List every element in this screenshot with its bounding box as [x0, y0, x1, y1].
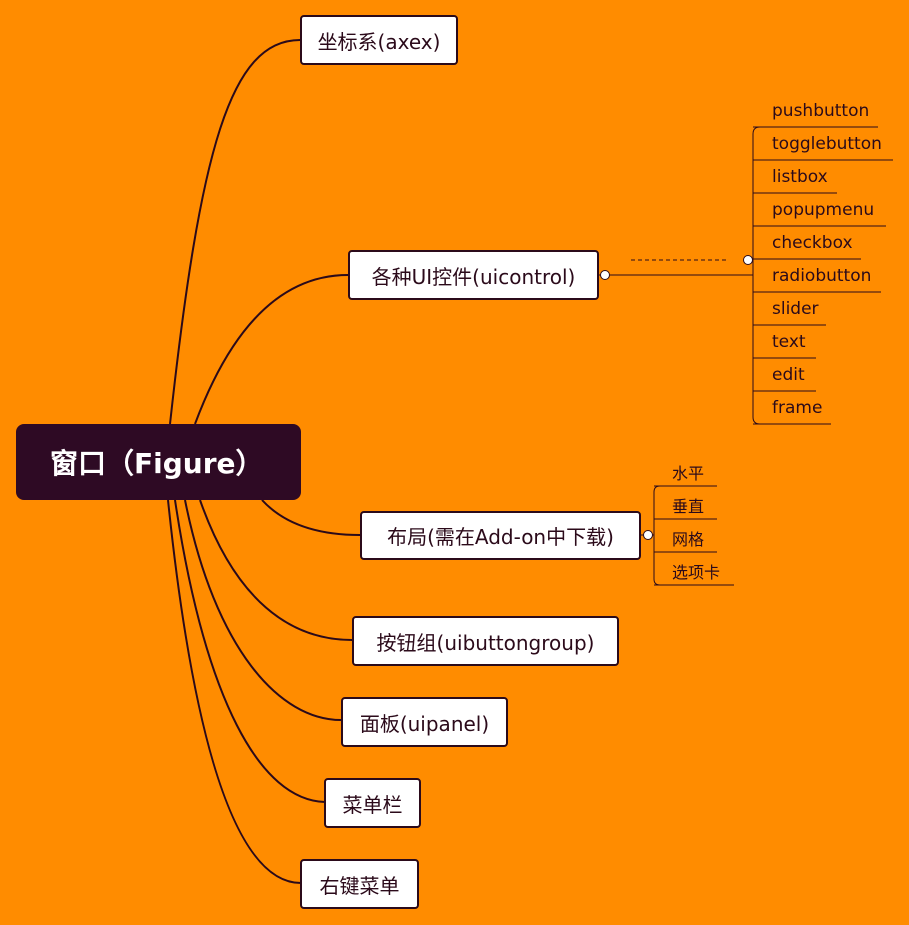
leaf-grid[interactable]: 网格: [672, 530, 705, 549]
leaf-edit[interactable]: edit: [772, 365, 805, 385]
leaf-togglebutton[interactable]: togglebutton: [772, 134, 882, 154]
link-uicontrol: [194, 274, 349, 425]
leaf-pushbutton[interactable]: pushbutton: [772, 101, 870, 121]
collapse-dot-uicontrol: [600, 270, 610, 280]
root-node-figure[interactable]: 窗口（Figure）: [16, 424, 301, 500]
link-axex: [169, 39, 301, 425]
node-buttongroup[interactable]: 按钮组(uibuttongroup): [352, 616, 619, 666]
node-label: 布局(需在Add-on中下载): [387, 525, 614, 549]
node-label: 按钮组(uibuttongroup): [376, 630, 595, 655]
leaf-vertical[interactable]: 垂直: [672, 497, 705, 516]
leaf-checkbox[interactable]: checkbox: [772, 233, 853, 253]
node-uicontrol[interactable]: 各种UI控件(uicontrol): [348, 250, 599, 300]
leaf-frame[interactable]: frame: [772, 398, 823, 418]
collapse-dot-layout: [643, 530, 653, 540]
leaf-slider[interactable]: slider: [772, 299, 819, 319]
link-uipanel: [184, 499, 342, 721]
node-uipanel[interactable]: 面板(uipanel): [341, 697, 508, 747]
node-label: 面板(uipanel): [359, 711, 490, 736]
collapse-dot-uicontrol-children: [743, 255, 753, 265]
leaf-popupmenu[interactable]: popupmenu: [772, 200, 875, 220]
leaf-horizontal[interactable]: 水平: [672, 464, 705, 483]
leaf-text[interactable]: text: [772, 332, 806, 352]
link-menubar: [174, 499, 326, 803]
node-label: 菜单栏: [342, 792, 403, 817]
node-contextmenu[interactable]: 右键菜单: [300, 859, 419, 909]
leaf-radiobutton[interactable]: radiobutton: [772, 266, 872, 286]
link-layout: [261, 499, 361, 536]
node-label: 右键菜单: [319, 873, 400, 898]
node-label: 各种UI控件(uicontrol): [371, 264, 576, 289]
link-contextmenu: [167, 499, 302, 884]
link-buttongroup: [199, 499, 353, 641]
node-layout[interactable]: 布局(需在Add-on中下载): [360, 511, 641, 560]
node-menubar[interactable]: 菜单栏: [324, 778, 421, 828]
node-axex[interactable]: 坐标系(axex): [300, 15, 458, 65]
node-label: 坐标系(axex): [317, 29, 441, 54]
root-label: 窗口（Figure）: [50, 447, 264, 480]
leaf-tab[interactable]: 选项卡: [672, 563, 721, 582]
leaf-listbox[interactable]: listbox: [772, 167, 828, 187]
